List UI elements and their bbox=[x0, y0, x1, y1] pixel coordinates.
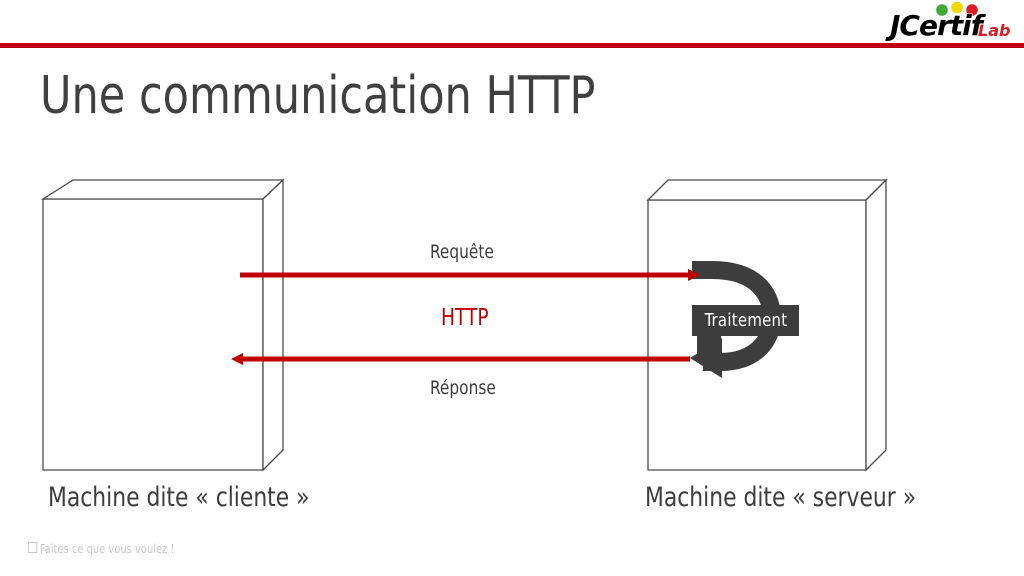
client-box-front-face bbox=[42, 198, 264, 471]
slide-header: JCertif Lab bbox=[0, 0, 1024, 48]
logo-dot-green bbox=[934, 2, 950, 18]
response-label: Réponse bbox=[430, 377, 496, 399]
request-label: Requête bbox=[430, 241, 494, 263]
logo-dot-red bbox=[964, 2, 980, 18]
client-box-top-face bbox=[40, 179, 285, 200]
logo-wordmark-lab: Lab bbox=[978, 21, 1010, 40]
response-arrow-head bbox=[231, 353, 243, 365]
logo-wordmark-jcertif: JCertif bbox=[885, 9, 987, 42]
processing-badge-label: Traitement bbox=[704, 310, 787, 331]
request-arrow bbox=[240, 269, 700, 281]
server-box-top-face bbox=[646, 179, 888, 201]
client-machine-caption: Machine dite « cliente » bbox=[48, 482, 310, 513]
page-title: Une communication HTTP bbox=[40, 66, 596, 126]
protocol-label: HTTP bbox=[441, 305, 489, 331]
request-arrow-head bbox=[688, 269, 700, 281]
footer-text: Faites ce que vous voulez ! bbox=[39, 542, 175, 556]
processing-badge: Traitement bbox=[692, 305, 799, 336]
client-machine-box bbox=[40, 178, 285, 472]
logo-dot-yellow bbox=[949, 2, 965, 15]
server-box-side-face bbox=[865, 178, 887, 472]
processing-arrow-head bbox=[690, 338, 722, 378]
client-box-side-face bbox=[262, 178, 284, 472]
missing-glyph-icon bbox=[28, 542, 38, 553]
header-accent-rule bbox=[0, 43, 1024, 48]
jcertif-lab-logo: JCertif Lab bbox=[860, 2, 1010, 42]
server-machine-caption: Machine dite « serveur » bbox=[645, 482, 917, 513]
response-arrow bbox=[231, 353, 690, 365]
slide-footer: Faites ce que vous voulez ! bbox=[28, 542, 174, 556]
